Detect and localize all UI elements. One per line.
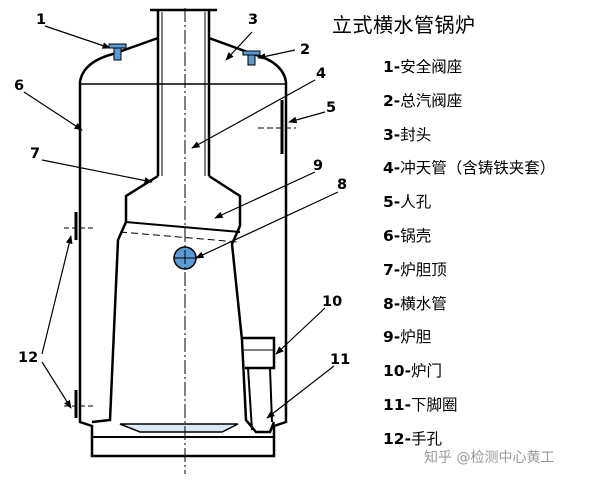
- callout-11: 11: [330, 352, 350, 368]
- legend-list: 1-安全阀座 2-总汽阀座 3-封头 4-冲天管（含铸铁夹套） 5-人孔 6-锅…: [383, 55, 555, 461]
- callout-5: 5: [326, 100, 336, 116]
- furnace-left-wall: [91, 221, 128, 424]
- callout-4: 4: [316, 66, 326, 82]
- legend-item: 2-总汽阀座: [383, 91, 463, 110]
- furnace-dash-seam: [119, 231, 239, 243]
- leader-lines: [23, 25, 339, 419]
- ash-pan: [119, 423, 239, 433]
- furnace-right-wall: [230, 225, 276, 434]
- legend-item: 3-封头: [383, 125, 432, 144]
- door-leg: [247, 367, 273, 431]
- callout-7: 7: [30, 146, 40, 162]
- callout-3: 3: [248, 12, 258, 28]
- callout-1: 1: [36, 12, 46, 28]
- legend-item: 1-安全阀座: [383, 58, 463, 76]
- diagram-title: 立式横水管锅炉: [332, 13, 476, 37]
- boiler-shell: [78, 82, 288, 458]
- watermark-text: 知乎 @检测中心黄工: [424, 450, 555, 466]
- legend-item: 8-横水管: [383, 294, 447, 313]
- legend-item: 9-炉胆: [383, 328, 432, 347]
- furnace-crown: [124, 174, 242, 226]
- callout-6: 6: [14, 78, 24, 94]
- callout-8: 8: [337, 177, 347, 193]
- legend-item: 6-锅壳: [383, 226, 432, 245]
- legend-item: 10-炉门: [383, 362, 443, 381]
- crown-lower-seam: [125, 221, 241, 233]
- callout-2: 2: [300, 42, 310, 58]
- legend-item: 11-下脚圈: [383, 395, 458, 414]
- callout-9: 9: [313, 158, 323, 174]
- callout-12: 12: [18, 350, 38, 366]
- legend-item: 7-炉胆顶: [383, 260, 447, 279]
- legend-item: 12-手孔: [383, 429, 443, 448]
- furnace-door: [243, 336, 276, 370]
- legend-item: 4-冲天管（含铸铁夹套）: [383, 159, 556, 178]
- steam-valve-flange: [242, 50, 261, 56]
- legend-item: 5-人孔: [383, 193, 432, 212]
- safety-valve-flange: [108, 43, 127, 49]
- callout-10: 10: [322, 294, 342, 310]
